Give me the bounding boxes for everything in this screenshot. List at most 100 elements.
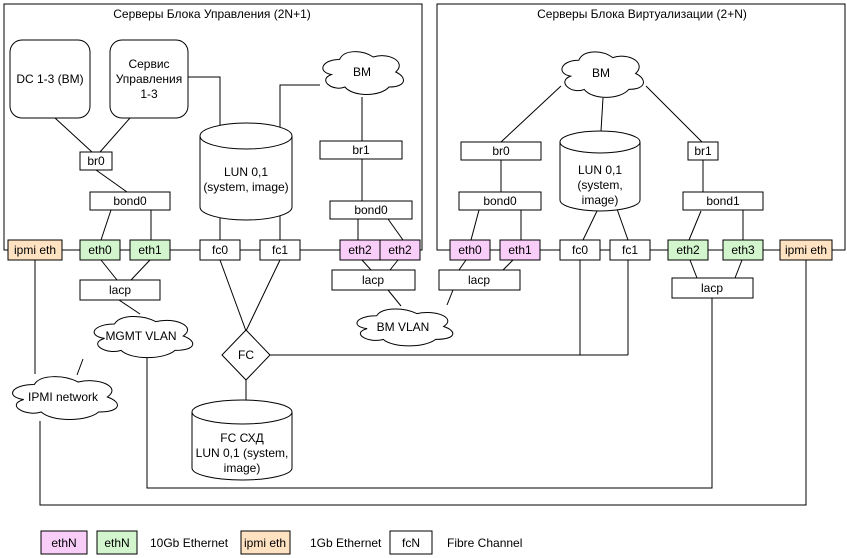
- bond1-right-node: [682, 191, 764, 211]
- fc-switch-label: FC: [238, 348, 254, 362]
- iface-right-eth0: [449, 239, 491, 261]
- bond0-left-vm-node: [329, 200, 413, 220]
- connector: [389, 259, 399, 271]
- connector: [99, 117, 131, 153]
- mgmt-service-label-line2: Управления: [116, 72, 183, 86]
- lun-right-label-line2: (system,: [577, 178, 622, 192]
- lacp-right-mgmt-node: [671, 277, 754, 299]
- lacp-right-mgmt-label: lacp: [701, 281, 723, 295]
- lacp-left-vm-node: [331, 269, 416, 291]
- mgmt-vlan-label: MGMT VLAN: [105, 329, 176, 343]
- connector: [130, 259, 151, 281]
- iface-left-ipmi-label: ipmi eth: [14, 243, 56, 257]
- legend-10gb-text: 10Gb Ethernet: [150, 536, 229, 550]
- iface-left-eth2-b: [379, 239, 421, 261]
- lacp-left-mgmt-node: [79, 279, 161, 301]
- connector: [458, 259, 467, 271]
- lun-right-label-line3: image): [582, 193, 619, 207]
- br1-right-label: br1: [694, 144, 712, 158]
- iface-right-eth1-label: eth1: [508, 243, 532, 257]
- ipmi-network-label: IPMI network: [28, 390, 99, 404]
- mgmt-service-label-line3: 1-3: [140, 87, 158, 101]
- iface-right-fc1-label: fc1: [622, 243, 638, 257]
- connector: [582, 210, 598, 241]
- legend: ethN ethN 10Gb Ethernet ipmi eth 1Gb Eth…: [40, 530, 522, 555]
- lun-right-label-line1: LUN 0,1: [578, 163, 622, 177]
- iface-left-eth2-b-label: eth2: [388, 243, 412, 257]
- iface-left-eth1-label: eth1: [138, 243, 162, 257]
- mgmt-service-label-line1: Сервис: [128, 57, 169, 71]
- vm-cloud-left: [322, 51, 404, 95]
- iface-right-eth3-label: eth3: [731, 243, 755, 257]
- iface-right-fc0-label: fc0: [572, 243, 588, 257]
- dc-vm-node: [9, 39, 91, 119]
- connector: [688, 210, 702, 241]
- bond0-left-label: bond0: [113, 194, 147, 208]
- bond0-left-node: [89, 191, 171, 211]
- iface-left-eth2-a-label: eth2: [348, 243, 372, 257]
- connector: [39, 260, 807, 506]
- virtualization-block-frame: [436, 3, 846, 251]
- management-block-title: Серверы Блока Управления (2N+1): [113, 7, 311, 21]
- vm-cloud-right-label: ВМ: [592, 66, 610, 80]
- iface-right-eth3: [722, 239, 764, 261]
- legend-eth-green-label: ethN: [104, 536, 129, 550]
- lacp-left-vm-label: lacp: [362, 273, 384, 287]
- bond0-right-label: bond0: [483, 194, 517, 208]
- vm-cloud-left-label: ВМ: [353, 65, 371, 79]
- fc-storage-cylinder: [191, 399, 293, 481]
- br0-right-label: br0: [492, 144, 510, 158]
- connector: [100, 259, 118, 281]
- connector: [245, 259, 281, 332]
- legend-ipmi-swatch: [240, 530, 291, 555]
- connector: [689, 259, 698, 279]
- iface-left-eth0-label: eth0: [88, 243, 112, 257]
- fc-switch-diamond: [221, 329, 271, 381]
- connector: [76, 358, 84, 376]
- connector: [118, 299, 141, 315]
- connector: [600, 97, 604, 132]
- iface-left-fc0-label: fc0: [212, 243, 228, 257]
- iface-right-eth0-label: eth0: [458, 243, 482, 257]
- connector: [219, 259, 247, 332]
- connector: [387, 289, 402, 307]
- fc-storage-label-line3: image): [224, 461, 261, 475]
- lacp-left-mgmt-label: lacp: [109, 283, 131, 297]
- iface-right-ipmi: [779, 239, 833, 261]
- iface-right-eth2-label: eth2: [676, 243, 700, 257]
- lun-cylinder-left-rim: [199, 135, 293, 150]
- br1-right-node: [687, 141, 719, 161]
- legend-1gb-text: 1Gb Ethernet: [310, 536, 382, 550]
- fc-storage-cylinder-rim: [191, 411, 293, 425]
- br1-left-node: [319, 140, 403, 160]
- lun-left-label-line2: (system, image): [203, 180, 288, 194]
- connector: [54, 117, 93, 153]
- dc-vm-label: DC 1-3 (ВМ): [16, 72, 83, 86]
- vm-vlan-cloud: [356, 308, 454, 347]
- connector: [645, 85, 703, 143]
- iface-right-fc1: [609, 239, 651, 261]
- mgmt-service-node: [109, 39, 189, 119]
- br0-right-node: [460, 141, 542, 161]
- iface-right-eth2: [667, 239, 709, 261]
- legend-eth-pink-label: ethN: [51, 536, 76, 550]
- vm-vlan-label: ВМ VLAN: [377, 320, 430, 334]
- iface-right-eth1: [499, 239, 541, 261]
- legend-ipmi-label: ipmi eth: [244, 536, 286, 550]
- mgmt-vlan-cloud: [93, 316, 194, 359]
- iface-left-eth0: [79, 239, 121, 261]
- connector: [146, 298, 713, 489]
- legend-fibre-text: Fibre Channel: [447, 536, 522, 550]
- lun-cylinder-right-rim: [559, 141, 641, 154]
- lacp-right-vm-label: lacp: [468, 273, 490, 287]
- legend-fcn-label: fcN: [402, 536, 420, 550]
- virtualization-block-title: Серверы Блока Виртуализации (2+N): [537, 7, 747, 21]
- bond0-left-vm-label: bond0: [354, 203, 388, 217]
- bond0-right-node: [458, 191, 542, 211]
- legend-eth-green-swatch: [96, 530, 138, 555]
- bond1-right-label: bond1: [706, 194, 740, 208]
- connector: [502, 259, 514, 271]
- iface-left-eth1: [129, 239, 171, 261]
